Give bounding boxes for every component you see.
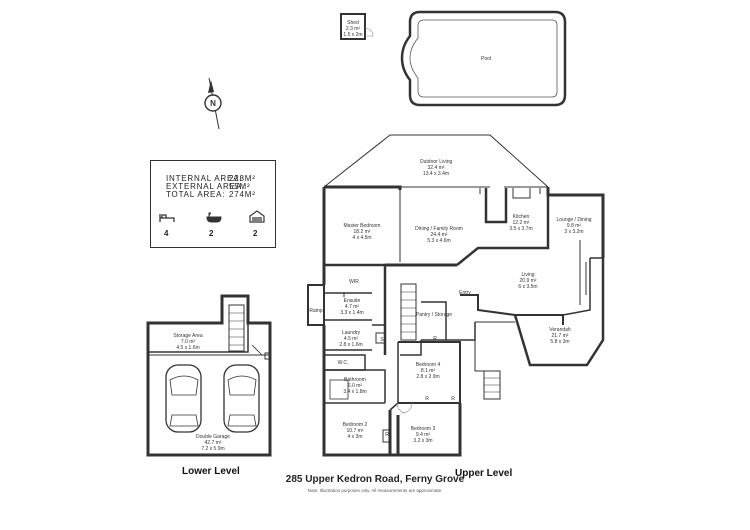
ensuite-name: Ensuite (344, 298, 361, 304)
dining-area: 24.4 m² (431, 232, 448, 238)
marker-r: R (451, 396, 455, 402)
bathroom-name: Bathroom (344, 377, 366, 383)
bathroom-dims: 3.4 x 1.8m (343, 389, 366, 395)
pantry-name: Pantry / Storage (416, 312, 452, 318)
garage-area: 42.7 m² (205, 440, 222, 446)
laundry-name: Laundry (342, 330, 361, 336)
external-area-label: EXTERNAL AREA: (166, 182, 245, 191)
storage-area: 7.0 m² (181, 339, 196, 345)
lounge-area: 9.8 m² (567, 223, 582, 229)
verandah-dims: 5.8 x 3m (550, 339, 569, 345)
marker-s: S (380, 337, 384, 343)
bath-icon (206, 212, 222, 223)
storage-name: Storage Area (173, 333, 202, 339)
lower-level-walls (146, 294, 272, 457)
master-dims: 4 x 4.5m (352, 235, 371, 241)
lower-level-label: Lower Level (182, 466, 240, 477)
entry-label: Entry (459, 290, 471, 296)
garage-dims: 7.2 x 5.9m (201, 446, 224, 452)
marker-r: R (433, 336, 437, 342)
internal-area-label: INTERNAL AREA: (166, 174, 243, 183)
pool-outline (400, 10, 567, 107)
ensuite-area: 4.7 m² (345, 304, 360, 310)
upper-level-label: Upper Level (455, 468, 513, 479)
bedroom4-name: Bedroom 4 (416, 362, 441, 368)
bedroom2-dims: 4 x 3m (347, 434, 362, 440)
verandah-area: 21.7 m² (552, 333, 569, 339)
bedroom2-name: Bedroom 2 (343, 422, 368, 428)
outdoor-name: Outdoor Living (420, 159, 453, 165)
kitchen-name: Kitchen (513, 214, 530, 220)
ensuite-dims: 3.3 x 1.4m (340, 310, 363, 316)
marker-r: R (385, 432, 389, 438)
pool-name: Pool (481, 56, 491, 62)
living-name: Living (521, 272, 534, 278)
bedroom-count: 4 (164, 229, 170, 238)
living-dims: 6 x 3.5m (518, 284, 537, 290)
external-area-value: 55M² (229, 182, 251, 191)
bedroom3-area: 9.4 m² (416, 432, 431, 438)
bedroom3-name: Bedroom 3 (411, 426, 436, 432)
north-arrow-icon (204, 77, 222, 130)
marker-r: R (425, 396, 429, 402)
total-area-value: 274M² (229, 190, 256, 199)
shed (340, 13, 374, 40)
address-title: 285 Upper Kedron Road, Ferny Grove (285, 474, 465, 485)
outdoor-area: 32.4 m² (428, 165, 445, 171)
bathroom-area: 6.0 m² (348, 383, 363, 389)
bed-icon (159, 214, 175, 222)
bedroom4-dims: 2.8 x 2.9m (416, 374, 439, 380)
verandah-name: Verandah (549, 327, 571, 333)
shed-area: 2.3 m² (346, 26, 361, 32)
laundry-dims: 2.8 x 1.6m (339, 342, 362, 348)
bedroom2-area: 10.7 m² (347, 428, 364, 434)
bedroom4-area: 8.1 m² (421, 368, 436, 374)
lounge-name: Lounge / Dining (556, 217, 591, 223)
garage-count: 2 (253, 229, 259, 238)
shed-dims: 1.5 x 2m (343, 32, 362, 38)
storage-dims: 4.5 x 1.6m (176, 345, 199, 351)
car-right-icon (223, 364, 260, 433)
living-area: 20.9 m² (520, 278, 537, 284)
kitchen-dims: 3.5 x 3.7m (509, 226, 532, 232)
wir-name: WIR (349, 279, 359, 285)
garage-icon (249, 210, 265, 223)
car-left-icon (165, 364, 202, 433)
laundry-area: 4.5 m² (344, 336, 359, 342)
bedroom3-dims: 3.2 x 3m (413, 438, 432, 444)
dining-dims: 5.3 x 4.6m (427, 238, 450, 244)
wc-label: W.C. (338, 360, 349, 366)
shed-name: Shed (347, 20, 359, 26)
disclaimer-note: Note: Illustration purposes only. All me… (307, 488, 443, 493)
master-name: Master Bedroom (344, 223, 381, 229)
total-area-label: TOTAL AREA: (166, 190, 226, 199)
outdoor-dims: 13.4 x 3.4m (423, 171, 449, 177)
internal-area-value: 228M² (229, 174, 256, 183)
kitchen-area: 12.2 m² (513, 220, 530, 226)
compass-letter: N (210, 99, 216, 108)
garage-name: Double Garage (196, 434, 230, 440)
area-summary: INTERNAL AREA: 228M² EXTERNAL AREA: 55M²… (150, 160, 276, 248)
bathroom-count: 2 (209, 229, 215, 238)
dining-name: Dining / Family Room (415, 226, 463, 232)
lounge-dims: 3 x 3.2m (564, 229, 583, 235)
ramp-label: Ramp (309, 308, 323, 314)
master-area: 18.2 m² (354, 229, 371, 235)
upper-level-walls (307, 134, 605, 457)
